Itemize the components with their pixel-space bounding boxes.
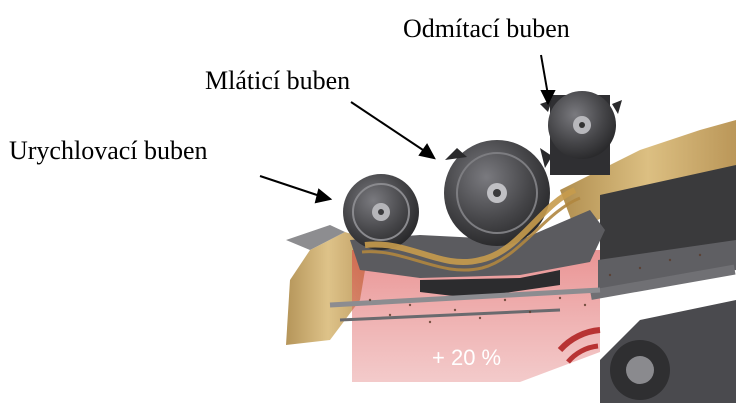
label-rejecting-drum: Odmítací buben xyxy=(403,16,570,42)
arrow-odmitaci xyxy=(541,55,554,103)
capacity-increase-badge: + 20 % xyxy=(432,347,501,369)
arrow-urychlovaci xyxy=(260,176,330,202)
label-threshing-drum: Mláticí buben xyxy=(205,68,350,94)
label-accelerating-drum: Urychlovací buben xyxy=(9,138,208,164)
arrow-mlatici xyxy=(351,102,434,158)
rejecting-drum-graphic xyxy=(540,91,622,175)
accelerating-drum-graphic xyxy=(343,174,419,250)
